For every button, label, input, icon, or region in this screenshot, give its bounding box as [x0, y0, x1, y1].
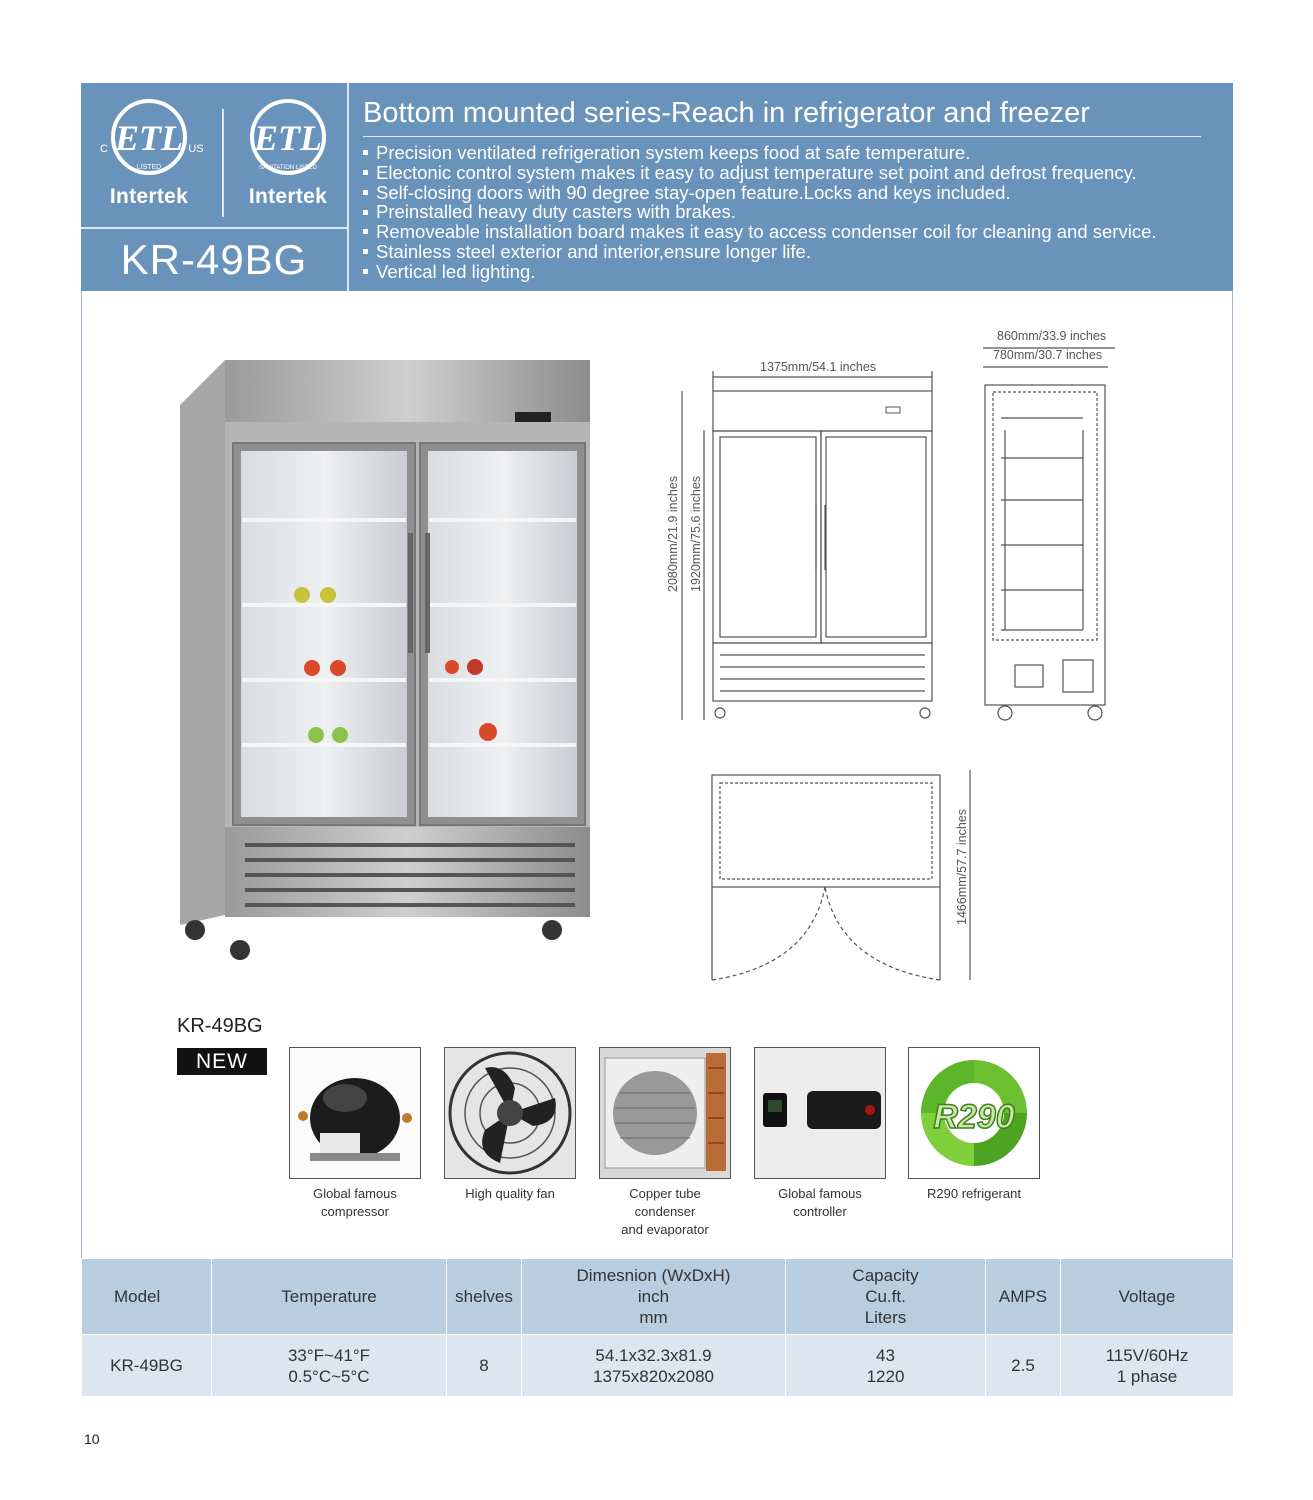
- outer-height-dimension: 2080mm/21.9 inches: [666, 475, 680, 592]
- inner-depth-dimension: 780mm/30.7 inches: [993, 348, 1103, 362]
- component-caption: R290 refrigerant: [927, 1186, 1021, 1201]
- component-card: High quality fan: [444, 1047, 576, 1203]
- etl-sanitation-logo: ETL SANITATION LISTED Intertek: [228, 97, 348, 209]
- component-caption: and evaporator: [621, 1222, 709, 1237]
- compressor-icon: [289, 1047, 421, 1179]
- model-number-header: KR-49BG: [120, 236, 308, 283]
- header-banner: ETL C US LISTED Intertek ETL SANITATION …: [81, 83, 1233, 291]
- front-view-drawing: [681, 371, 933, 720]
- outer-depth-dimension: 860mm/33.9 inches: [997, 329, 1107, 343]
- product-model-label: KR-49BG: [177, 1015, 263, 1037]
- component-caption: Global famous: [313, 1186, 397, 1201]
- feature-list: Precision ventilated refrigeration syste…: [363, 143, 1157, 282]
- page-title: Bottom mounted series-Reach in refrigera…: [363, 97, 1201, 137]
- certification-panel: ETL C US LISTED Intertek ETL SANITATION …: [81, 83, 349, 291]
- component-caption: High quality fan: [465, 1186, 555, 1201]
- component-caption: controller: [793, 1204, 847, 1219]
- feature-item: Vertical led lighting.: [363, 261, 1157, 282]
- svg-text:R290: R290: [933, 1098, 1014, 1136]
- component-caption: Global famous: [778, 1186, 862, 1201]
- svg-text:SANITATION LISTED: SANITATION LISTED: [259, 165, 317, 171]
- feature-item: Preinstalled heavy duty casters with bra…: [363, 202, 1157, 222]
- condenser-icon: [599, 1047, 731, 1179]
- header-model: Model: [81, 1258, 212, 1335]
- component-caption: Copper tube condenser: [629, 1186, 701, 1219]
- spec-table: Model Temperature shelves Dimesnion (WxD…: [81, 1258, 1234, 1397]
- etl-listed-icon: ETL C US LISTED: [100, 99, 204, 175]
- component-card: Global famous compressor: [289, 1047, 421, 1221]
- etl-listed-logo: ETL C US LISTED Intertek: [89, 97, 209, 209]
- component-caption: compressor: [321, 1204, 389, 1219]
- top-view-drawing: [711, 770, 971, 981]
- logo-row: ETL C US LISTED Intertek ETL SANITATION …: [81, 83, 347, 229]
- etl-sanitation-icon: ETL SANITATION LISTED: [250, 99, 326, 175]
- refrigerator-photo: [180, 360, 590, 960]
- component-card: Global famous controller: [754, 1047, 886, 1221]
- svg-text:US: US: [188, 143, 203, 155]
- svg-text:C: C: [100, 143, 108, 155]
- feature-item: Stainless steel exterior and interior,en…: [363, 242, 1157, 262]
- svg-text:ETL: ETL: [114, 118, 183, 158]
- fan-icon: [444, 1047, 576, 1179]
- width-dimension: 1375mm/54.1 inches: [760, 360, 877, 374]
- feature-item: Electonic control system makes it easy t…: [363, 162, 1157, 183]
- svg-text:LISTED: LISTED: [137, 164, 162, 171]
- svg-text:ETL: ETL: [253, 118, 322, 158]
- header-amps: AMPS: [985, 1258, 1061, 1335]
- cell-shelves: 8: [446, 1334, 522, 1397]
- feature-item: Precision ventilated refrigeration syste…: [363, 143, 1157, 163]
- new-badge: NEW: [177, 1048, 267, 1075]
- inner-height-dimension: 1920mm/75.6 inches: [689, 475, 703, 592]
- component-card: R290 R290 refrigerant: [908, 1047, 1040, 1203]
- table-header-row: Model Temperature shelves Dimesnion (WxD…: [81, 1258, 1234, 1335]
- cell-model: KR-49BG: [81, 1334, 212, 1397]
- logo-divider: [222, 109, 224, 217]
- header-shelves: shelves: [446, 1258, 522, 1335]
- intertek-brand: Intertek: [248, 185, 328, 208]
- page-number: 10: [84, 1431, 100, 1447]
- door-open-dimension: 1466mm/57.7 inches: [955, 808, 969, 925]
- cell-amps: 2.5: [985, 1334, 1061, 1397]
- r290-icon: R290: [908, 1047, 1040, 1179]
- component-card: Copper tube condenser and evaporator: [599, 1047, 731, 1239]
- header-temperature: Temperature: [211, 1258, 447, 1335]
- feature-item: Self-closing doors with 90 degree stay-o…: [363, 182, 1157, 203]
- header-voltage: Voltage: [1060, 1258, 1234, 1335]
- intertek-brand: Intertek: [109, 185, 189, 208]
- side-view-drawing: [983, 347, 1115, 721]
- controller-icon: [754, 1047, 886, 1179]
- feature-item: Removeable installation board makes it e…: [363, 222, 1157, 242]
